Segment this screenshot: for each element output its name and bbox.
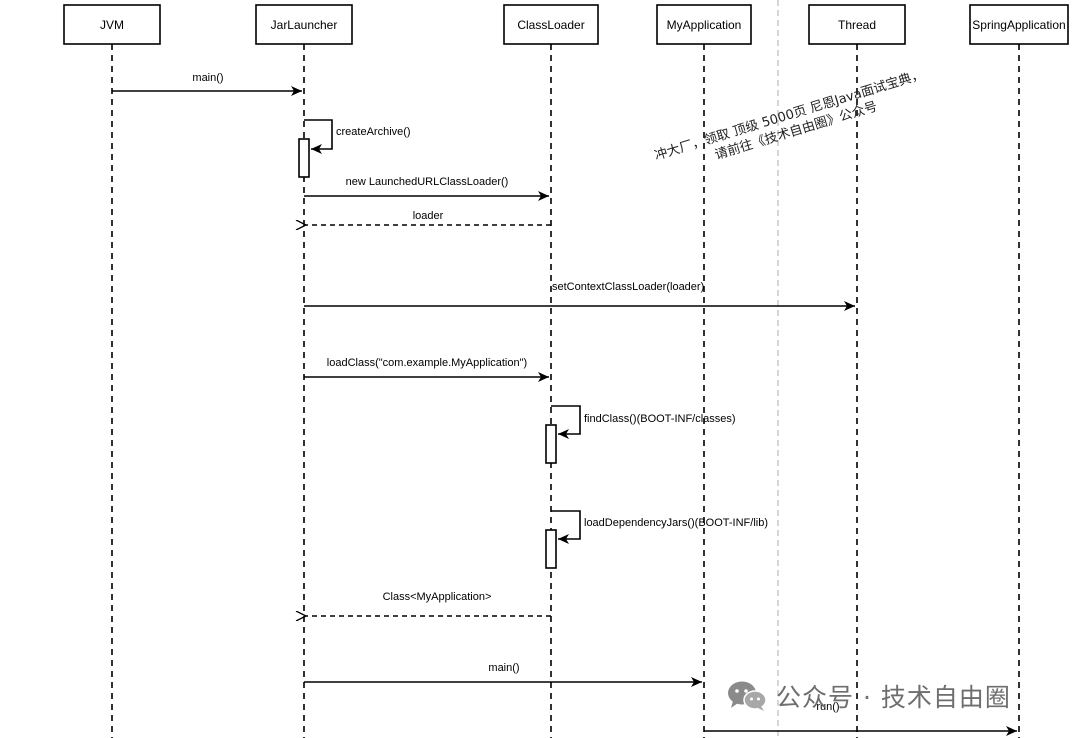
watermark-line-1: 冲大厂，领取 顶级 5000页 尼恩Java面试宝典， bbox=[653, 67, 926, 163]
message-label: loadDependencyJars()(BOOT-INF/lib) bbox=[584, 517, 768, 529]
footer-text: 公众号 · 技术自由圈 bbox=[776, 683, 1011, 712]
wechat-icon bbox=[728, 681, 767, 711]
participant-label: SpringApplication bbox=[972, 18, 1065, 32]
message-find-class: findClass()(BOOT-INF/classes) bbox=[545, 405, 736, 464]
message-load-deps: loadDependencyJars()(BOOT-INF/lib) bbox=[545, 510, 768, 569]
message-label: run() bbox=[816, 701, 839, 713]
message-label: setContextClassLoader(loader) bbox=[552, 281, 704, 293]
message-label: Class<MyApplication> bbox=[383, 591, 492, 603]
message-class-return: Class<MyApplication> bbox=[306, 591, 551, 616]
participant-springapplication: SpringApplication bbox=[969, 4, 1069, 45]
message-label: findClass()(BOOT-INF/classes) bbox=[584, 413, 736, 425]
watermark: 冲大厂，领取 顶级 5000页 尼恩Java面试宝典， 请前往《技术自由圈》公众… bbox=[653, 67, 926, 163]
message-load-class: loadClass("com.example.MyApplication") bbox=[304, 357, 549, 382]
message-main-invoke: main() bbox=[304, 662, 702, 687]
message-main-call: main() bbox=[112, 72, 302, 96]
lifelines bbox=[111, 44, 1020, 738]
participant-myapplication: MyApplication bbox=[656, 4, 752, 45]
message-label: loader bbox=[413, 210, 444, 222]
participant-jarlauncher: JarLauncher bbox=[255, 4, 353, 45]
participant-label: MyApplication bbox=[667, 18, 742, 32]
participant-label: JVM bbox=[100, 18, 124, 32]
participant-label: Thread bbox=[838, 18, 876, 32]
message-label: main() bbox=[192, 72, 223, 84]
participant-label: ClassLoader bbox=[517, 18, 584, 32]
message-set-context: setContextClassLoader(loader) bbox=[304, 281, 855, 311]
message-label: main() bbox=[488, 662, 519, 674]
message-label: loadClass("com.example.MyApplication") bbox=[327, 357, 527, 369]
participant-thread: Thread bbox=[808, 4, 906, 45]
activation-box bbox=[545, 424, 557, 464]
participant-label: JarLauncher bbox=[271, 18, 338, 32]
participant-classloader: ClassLoader bbox=[503, 4, 599, 45]
participant-jvm: JVM bbox=[63, 4, 161, 45]
activation-box bbox=[298, 138, 310, 178]
message-new-loader: new LaunchedURLClassLoader() bbox=[304, 176, 549, 201]
footer-watermark: 公众号 · 技术自由圈 bbox=[726, 676, 1011, 716]
message-label: new LaunchedURLClassLoader() bbox=[346, 176, 509, 188]
message-loader-return: loader bbox=[306, 210, 551, 225]
message-label: createArchive() bbox=[336, 126, 411, 138]
activation-box bbox=[545, 529, 557, 569]
message-create-archive: createArchive() bbox=[298, 119, 411, 178]
message-run-call: run() bbox=[704, 701, 1017, 736]
